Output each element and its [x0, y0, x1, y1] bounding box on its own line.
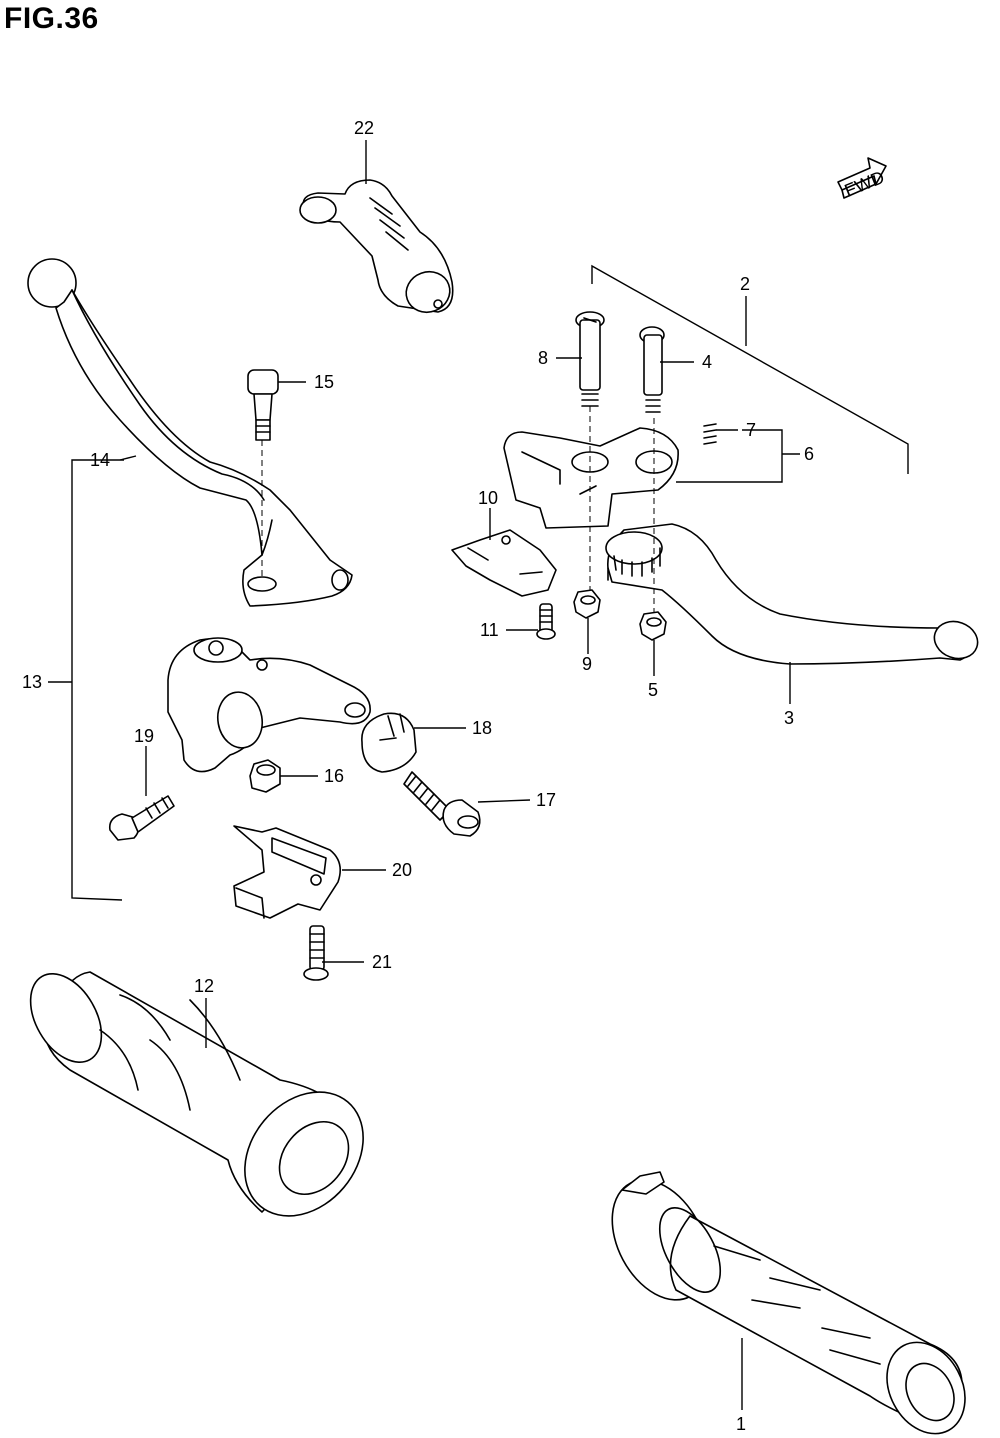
callout-5: 5	[648, 680, 658, 700]
callout-21: 21	[372, 952, 392, 972]
part-11-screw[interactable]	[536, 603, 556, 640]
callout-4: 4	[702, 352, 712, 372]
callout-10: 10	[478, 488, 498, 508]
part-1-right-grip[interactable]	[593, 1164, 980, 1438]
callout-13: 13	[22, 672, 42, 692]
part-8-bolt[interactable]	[575, 311, 605, 407]
callout-22: 22	[354, 118, 374, 138]
part-18-adjuster[interactable]	[361, 712, 417, 773]
callout-2: 2	[740, 274, 750, 294]
callout-6: 6	[804, 444, 814, 464]
part-19-bolt[interactable]	[108, 795, 175, 841]
callout-3: 3	[784, 708, 794, 728]
callout-9: 9	[582, 654, 592, 674]
part-17-adjust-screw[interactable]	[403, 771, 481, 837]
callout-8: 8	[538, 348, 548, 368]
leader-lines	[48, 140, 909, 1410]
callout-17: 17	[536, 790, 556, 810]
callout-7: 7	[746, 420, 756, 440]
figure-title: FIG.36	[4, 2, 99, 35]
callout-20: 20	[392, 860, 412, 880]
part-4-bolt[interactable]	[639, 326, 665, 413]
fwd-arrow-icon: FWD	[837, 157, 887, 201]
callout-19: 19	[134, 726, 154, 746]
part-13-lever-holder[interactable]	[167, 637, 371, 773]
part-21-screw[interactable]	[303, 925, 329, 981]
part-9-nut[interactable]	[573, 589, 601, 619]
part-5-nut[interactable]	[639, 611, 667, 641]
part-16-nut[interactable]	[249, 759, 281, 793]
callout-15: 15	[314, 372, 334, 392]
callout-labels: 22 15 14 13 19 16 18 17 20 21 12 1 2 8 4…	[22, 118, 814, 1434]
callout-11: 11	[480, 620, 499, 640]
part-22-lever-cover[interactable]	[299, 179, 456, 318]
part-10-brake-switch[interactable]	[451, 529, 557, 597]
callout-1: 1	[736, 1414, 746, 1434]
callout-12: 12	[194, 976, 214, 996]
callout-16: 16	[324, 766, 344, 786]
callout-18: 18	[472, 718, 492, 738]
part-7-spring[interactable]	[703, 423, 717, 445]
part-3-brake-lever[interactable]	[605, 523, 983, 665]
part-20-switch[interactable]	[233, 825, 341, 919]
part-12-left-grip[interactable]	[16, 961, 388, 1239]
callout-14: 14	[90, 450, 110, 470]
part-14-clutch-lever[interactable]	[27, 258, 353, 607]
part-15-pivot-bolt[interactable]	[247, 369, 279, 441]
part-6-master-holder[interactable]	[503, 427, 679, 529]
